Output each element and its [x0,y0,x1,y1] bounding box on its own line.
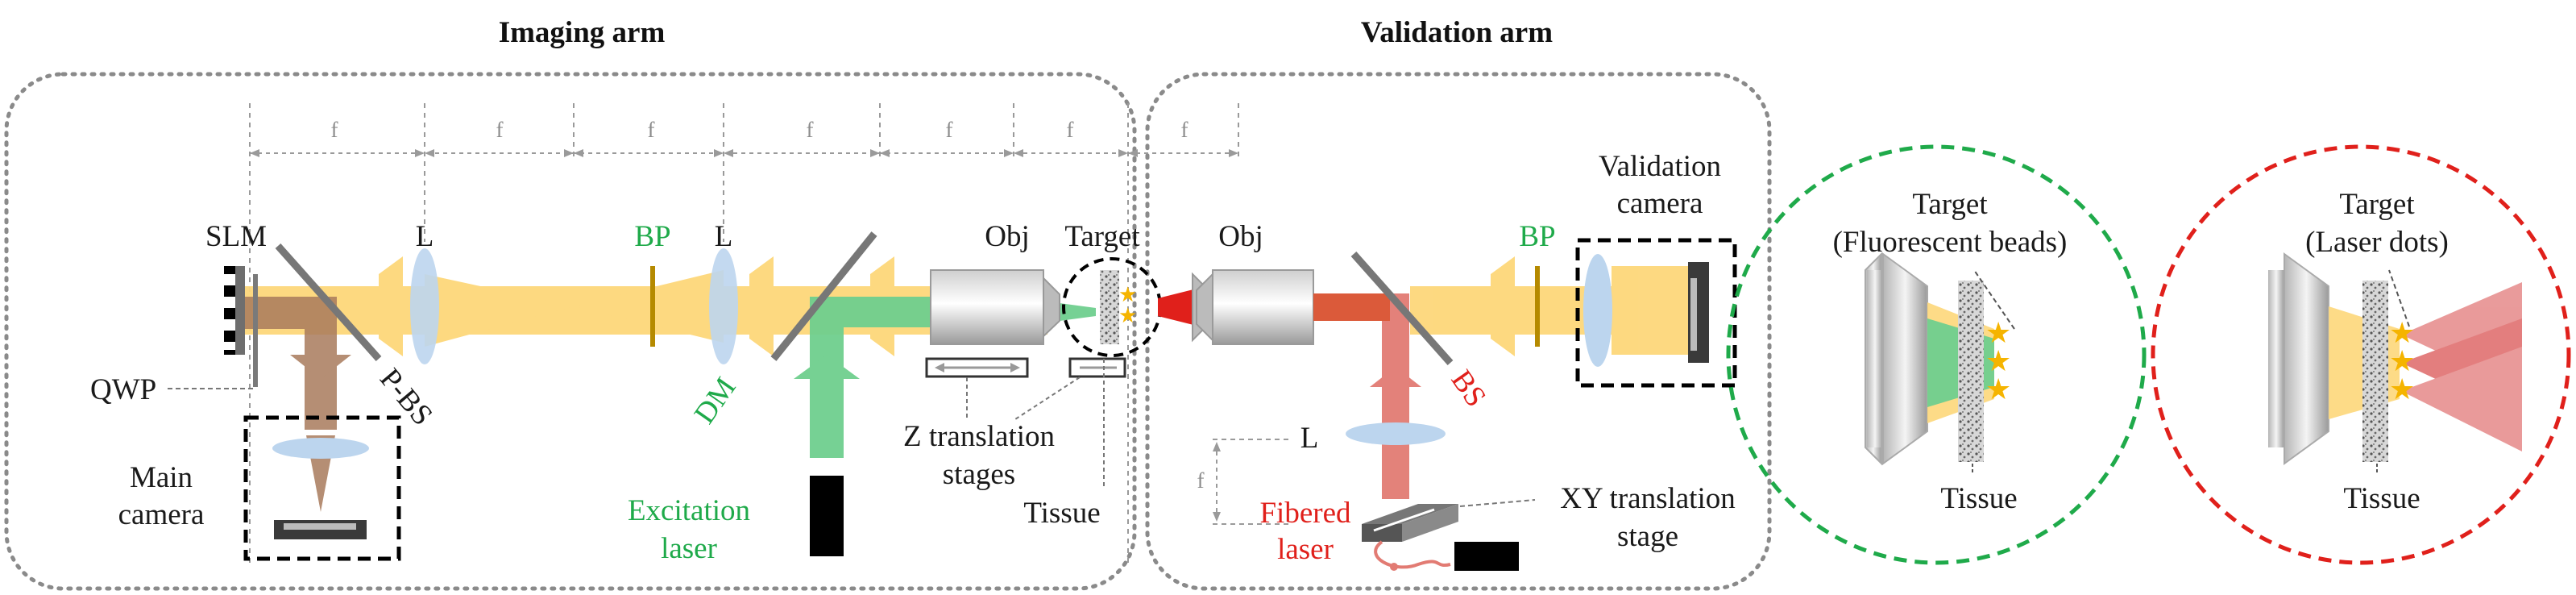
lens-l1-label: L [416,220,434,253]
f-label-5: f [946,118,953,142]
fibered-label-2: laser [1277,533,1334,566]
laser-dot-cones [2401,282,2522,451]
z-stage-leader-2 [1014,377,1081,420]
f-label-7: f [1181,118,1188,142]
qwp-label: QWP [90,373,156,406]
validation-laser-beam [1313,293,1421,499]
laser-inset-circle [2151,144,2571,565]
fluorescent-inset-circle [1726,144,2147,565]
pbs-splitter [275,243,382,361]
validation-camera-lens [1583,254,1612,367]
fiber-connector [1390,563,1398,571]
f-label-1: f [331,118,338,142]
z-stage-label-2: stages [943,458,1015,491]
validation-lens-label: L [1300,422,1319,455]
xy-stage-controller [1454,542,1519,571]
dm-label: DM [688,372,743,430]
fibered-label-1: Fibered [1259,497,1351,530]
f-label-6: f [1067,118,1074,142]
laser-tissue-label: Tissue [2343,482,2420,515]
laser-star-3: ★ [2389,373,2415,406]
bp-filter [650,266,655,347]
imaging-tissue [1100,270,1119,344]
f-label-4: f [807,118,814,142]
validation-f-arrow-down [1213,512,1221,522]
validation-f-marker [1213,439,1289,525]
validation-objective [1192,269,1314,345]
f-label-2: f [496,118,504,142]
laser-star-1: ★ [2389,317,2415,349]
target-label: Target [1064,220,1140,253]
validation-camera-box [1575,238,1737,388]
f-arrowheads [250,149,1238,157]
slm-label: SLM [205,220,267,253]
laser-target-leader [2388,269,2410,327]
fluorescent-star-3: ★ [1985,373,2011,406]
validation-bp-filter [1535,266,1540,347]
imaging-arm-frame [4,72,1137,591]
slm-panel [234,266,245,355]
laser-inset-objective [2268,252,2329,465]
main-camera-label-2: camera [118,498,205,531]
z-translation-stage-2 [1068,357,1126,378]
laser-target-label-1: Target [2339,188,2415,221]
xy-stage-label-2: stage [1617,520,1678,553]
fiber-cable [1374,540,1451,569]
main-camera-lens [272,438,369,459]
laser-focus-cone [1158,289,1197,326]
main-camera-box [243,415,401,561]
fluorescent-star-1: ★ [1985,317,2011,349]
validation-camera-label-1: Validation [1599,150,1721,183]
imaging-arm-title: Imaging arm [499,16,666,49]
fluorescent-target-label-1: Target [1912,188,1988,221]
xy-translation-stage [1362,504,1458,542]
z-stage-label-1: Z translation [903,420,1055,453]
laser-star-2: ★ [2389,345,2415,377]
validation-laser-core [1313,293,1390,321]
bp-label: BP [634,220,670,253]
bs-splitter [1350,252,1454,365]
tissue-label: Tissue [1023,497,1100,530]
qwp-plate [253,274,258,387]
fluorescent-tissue-label: Tissue [1940,482,2017,515]
validation-camera-sensor-face [1690,278,1697,351]
imaging-obj-label: Obj [985,220,1030,253]
bs-label: BS [1445,364,1493,414]
validation-obj-label: Obj [1218,220,1263,253]
validation-f-label: f [1197,468,1205,493]
validation-lens [1346,422,1446,445]
f-label-3: f [648,118,655,142]
slm-pattern [224,266,235,355]
imaging-objective [930,269,1060,345]
pbs-label: P-BS [373,362,439,431]
validation-arm-title: Validation arm [1361,16,1553,49]
xy-stage-leader [1459,499,1536,507]
fluorescent-inset-objective [1865,252,1928,466]
excitation-label-1: Excitation [628,494,750,527]
main-camera-sensor-face [284,523,356,530]
f-spacing-ruler [249,103,1239,564]
validation-camera-label-2: camera [1617,187,1703,220]
xy-stage-label-1: XY translation [1560,482,1736,515]
fluorescent-star-2: ★ [1985,345,2011,377]
dm-mirror [770,231,877,361]
laser-inset-tissue [2362,281,2388,462]
validation-arm-frame [1145,72,1772,591]
lens-l1 [410,248,439,364]
excitation-laser [810,476,844,556]
z-translation-stage-1 [925,357,1029,378]
lens-l2 [709,248,738,364]
excitation-label-2: laser [661,532,717,565]
target-star-1: ★ [1118,283,1137,306]
fluorescent-inset-tissue [1958,281,1984,462]
laser-target-label-2: (Laser dots) [2305,226,2449,259]
fluorescent-target-leader [1973,269,2015,330]
fluorescent-target-label-2: (Fluorescent beads) [1833,226,2068,259]
main-camera-label-1: Main [130,461,193,494]
target-star-2: ★ [1118,304,1137,327]
validation-f-arrow-up [1213,442,1221,451]
lens-l2-label: L [715,220,733,253]
validation-bp-label: BP [1519,220,1555,253]
